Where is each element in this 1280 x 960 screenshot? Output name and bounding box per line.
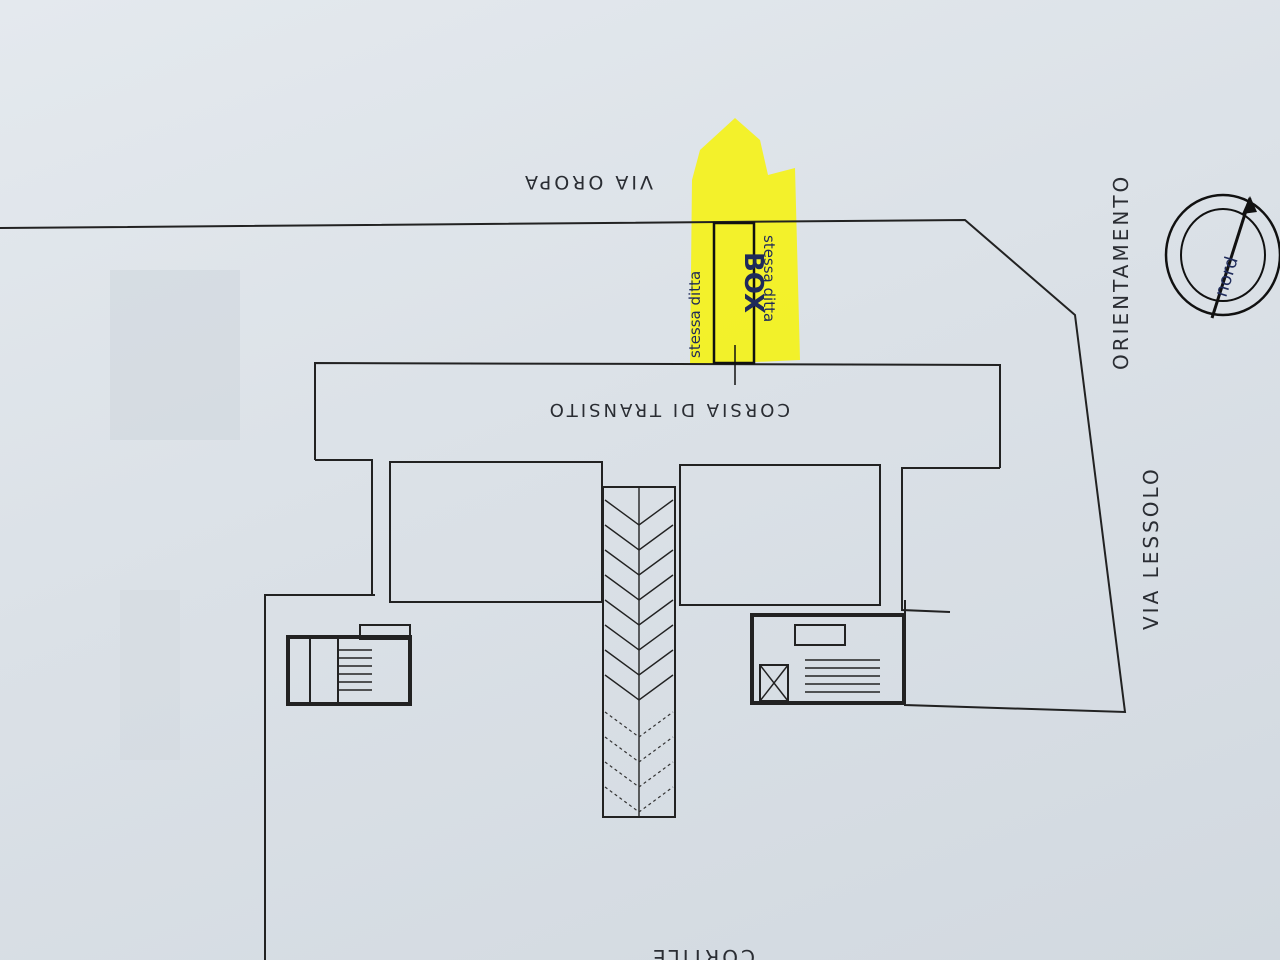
- corridor-wall: [901, 467, 1000, 613]
- north-arrow-compass: [1164, 193, 1280, 319]
- paper-shadow: [110, 270, 240, 440]
- north-arrow-icon: [1210, 197, 1252, 319]
- orientation-label: ORIENTAMENTO: [1109, 174, 1133, 370]
- stair-core-right: [750, 613, 906, 705]
- parking-block-left: [389, 461, 603, 603]
- street-label-right: VIA LESSOLO: [1139, 466, 1163, 630]
- paper-shadow: [120, 590, 180, 760]
- access-ramp: [602, 486, 676, 818]
- corridor-label: CORSIA DI TRANSITO: [547, 399, 790, 420]
- courtyard-label: CORTILE: [650, 945, 755, 960]
- site-boundary-left: [264, 594, 375, 960]
- highlighter-mark: [690, 118, 800, 365]
- corridor-outline: [314, 361, 1001, 468]
- street-label-top: VIA OROPA: [522, 171, 653, 193]
- north-label: nord: [1211, 254, 1243, 299]
- parking-block-right: [679, 464, 881, 606]
- stair-core-left: [286, 624, 412, 706]
- neighbor-label-left: stessa ditta: [686, 271, 704, 358]
- neighbor-label-right: stessa ditta: [760, 235, 778, 322]
- box-label: BOX: [738, 252, 768, 313]
- box-parking-space: [712, 221, 756, 365]
- corridor-wall: [315, 459, 373, 595]
